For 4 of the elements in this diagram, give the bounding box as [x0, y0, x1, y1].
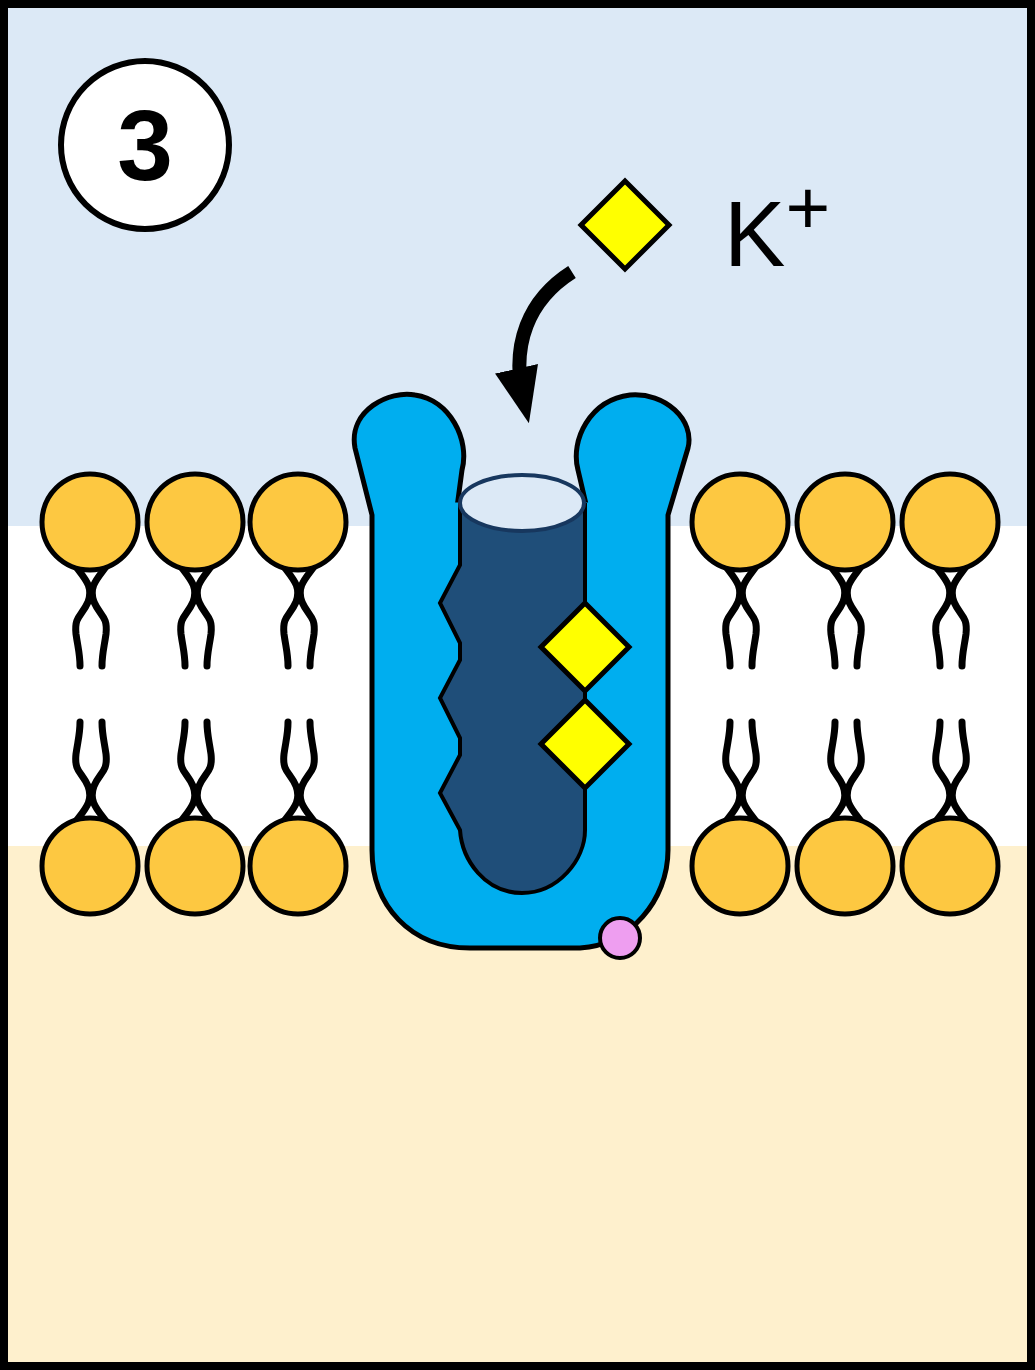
arrow [496, 266, 577, 424]
ion-diamond [538, 600, 632, 694]
ion-label: K$^{+}$ [724, 170, 831, 280]
ion-diamond [538, 697, 632, 791]
